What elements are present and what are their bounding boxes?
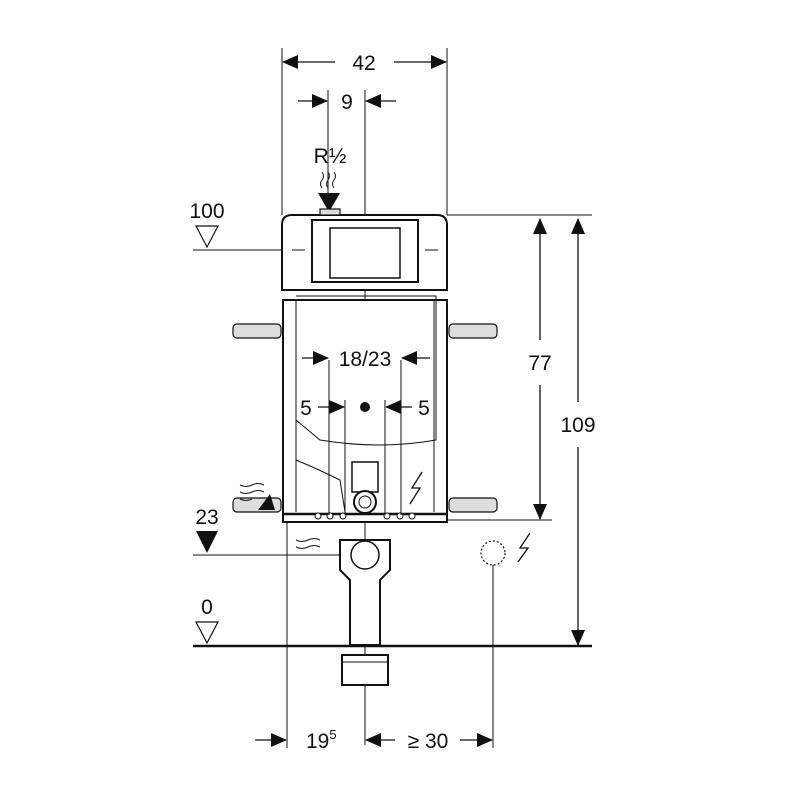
drain-pipe (339, 539, 391, 686)
water-inlet-label: R½ (314, 145, 347, 168)
water-wave-icon (320, 171, 336, 189)
arrow-down-icon (318, 193, 340, 212)
level-marker-filled-icon (196, 531, 218, 553)
water-inlet: R½ (314, 145, 347, 212)
electrical-connection (480, 532, 531, 566)
level-0-label: 0 (201, 596, 213, 619)
level-0: 0 (193, 596, 592, 648)
level-23: 23 (193, 506, 345, 556)
electric-lightning-icon-2 (517, 532, 531, 563)
dim-30-label: ≥ 30 (408, 730, 449, 753)
dim-19-label: 195 (306, 727, 337, 753)
dimension-height-109: 109 (560, 218, 596, 646)
electric-lightning-icon (409, 471, 423, 505)
dim-5-left-label: 5 (300, 397, 312, 420)
dim-18-23-label: 18/23 (339, 348, 392, 371)
dim-5-right-label: 5 (418, 397, 430, 420)
dimension-height-77: 77 (528, 218, 552, 520)
level-marker-icon-2 (195, 621, 219, 645)
dimension-offset-9: 9 (298, 91, 396, 114)
drain-wave-icon-2 (295, 538, 321, 549)
dim-19-superscript: 5 (329, 727, 336, 742)
dim-109-label: 109 (560, 414, 595, 437)
dimension-width-42: 42 (282, 52, 447, 75)
dim-9-label: 9 (341, 91, 353, 114)
level-marker-icon (195, 225, 219, 249)
arrow-icon (258, 494, 275, 510)
level-23-label: 23 (195, 506, 218, 529)
dimension-pan-connection: 18/23 5 5 (300, 348, 430, 515)
level-100: 100 (189, 200, 282, 251)
dim-19-base: 19 (306, 730, 329, 753)
dim-42-label: 42 (352, 52, 375, 75)
dim-77-label: 77 (528, 352, 551, 375)
dimension-bottom: 195 ≥ 30 (255, 727, 493, 753)
center-point (360, 402, 370, 412)
level-100-label: 100 (189, 200, 224, 223)
drain-wave-icon (239, 483, 265, 501)
